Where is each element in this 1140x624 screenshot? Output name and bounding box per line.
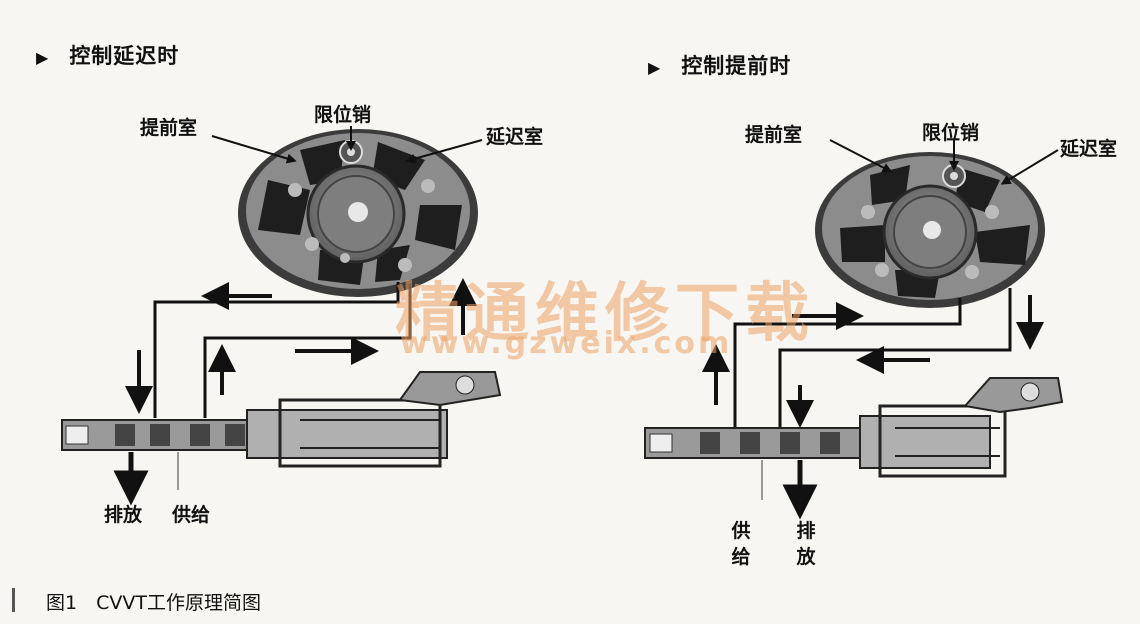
- left-retard-leader: [405, 139, 483, 164]
- right-chamber-3: [975, 225, 1030, 265]
- right-lock-pin-label: 限位销: [922, 122, 980, 144]
- right-retard-leader: [1000, 149, 1059, 185]
- left-chamber-4: [415, 205, 462, 250]
- left-lock-pin-label: 限位销: [314, 104, 372, 126]
- left-panel-title: ▶ 控制延迟时: [36, 40, 179, 70]
- right-supply-label: 供给: [731, 520, 751, 568]
- right-title-text: 控制提前时: [681, 54, 792, 78]
- left-title-text: 控制延迟时: [69, 44, 180, 68]
- right-retard-chamber-label: 延迟室: [1060, 138, 1118, 160]
- watermark-url: www.gzweix.com: [400, 326, 733, 361]
- left-phaser: [238, 129, 478, 297]
- left-drain-label: 排放: [104, 504, 143, 526]
- right-advance-chamber-label: 提前室: [745, 124, 803, 146]
- right-drain-label: 排放: [796, 520, 816, 568]
- left-supply-label: 供给: [172, 504, 211, 526]
- figure-caption: 图1 CVVT工作原理简图: [46, 592, 261, 614]
- triangle-right-icon: ▶: [648, 58, 662, 77]
- right-ocv-valve: [644, 377, 1064, 478]
- watermark-title: 精通维修下载: [395, 276, 815, 351]
- right-chamber-1: [870, 165, 910, 205]
- left-oil-lines: [153, 282, 412, 418]
- left-ocv-valve: [61, 371, 502, 468]
- triangle-right-icon: ▶: [36, 48, 50, 67]
- right-chamber-4: [840, 225, 885, 262]
- right-advance-leader: [829, 139, 893, 173]
- right-phaser: [815, 152, 1045, 308]
- caption-bar: [12, 588, 15, 612]
- left-advance-leader: [211, 135, 297, 164]
- left-retard-chamber-label: 延迟室: [486, 126, 544, 148]
- left-advance-chamber-label: 提前室: [140, 117, 198, 139]
- right-chamber-2: [955, 168, 1000, 212]
- right-panel-title: ▶ 控制提前时: [648, 50, 791, 80]
